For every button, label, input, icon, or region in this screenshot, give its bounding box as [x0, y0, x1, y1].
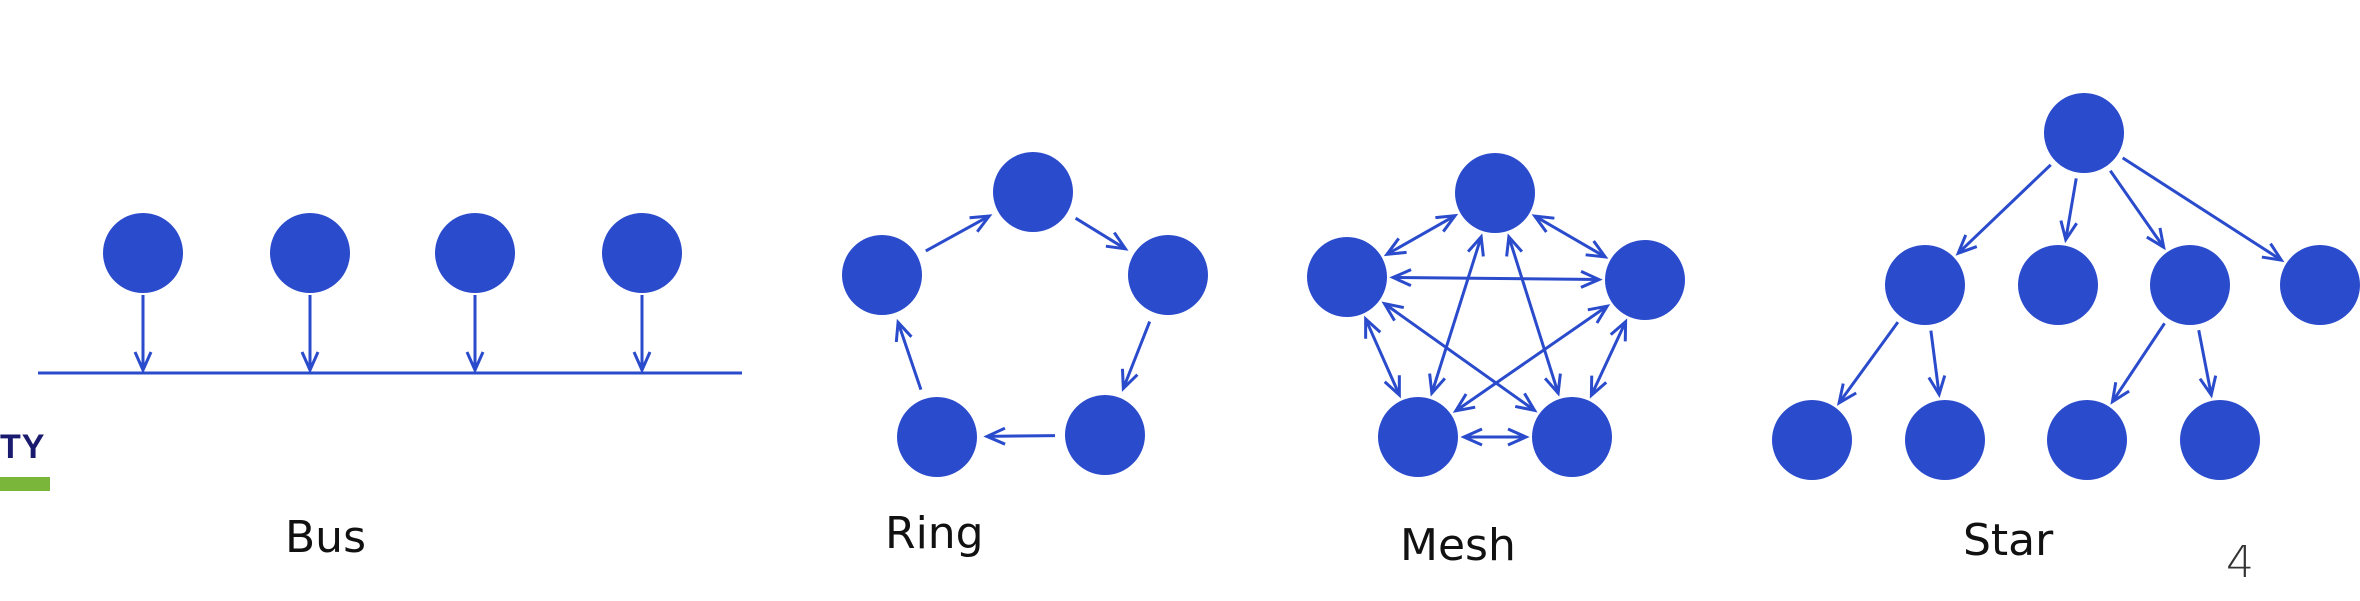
mesh-link-2	[1507, 236, 1560, 394]
mesh-link-10-head-end	[1364, 315, 1382, 339]
mesh-link-6-head-start	[1587, 304, 1611, 324]
bus-label: Bus	[285, 512, 366, 563]
mesh-link-9-head-start	[1514, 392, 1538, 413]
star-branch-arrow-1	[1837, 321, 1900, 404]
star-branch-arrow-2-head-end	[1927, 375, 1947, 399]
mesh-link-10-head-start	[1383, 375, 1401, 399]
mesh-link-9-head-end	[1381, 301, 1405, 322]
mesh-link-6-head-end	[1452, 393, 1476, 413]
star-node-level1-4	[2280, 245, 2360, 325]
bus-node-2	[270, 213, 350, 293]
star-root-arrow-1	[1957, 163, 2052, 255]
ring-arrow-4	[986, 434, 1056, 438]
ring-node-5	[842, 235, 922, 315]
ring-arrow-2	[1074, 216, 1127, 251]
star-root-arrow-2-head-end	[2059, 220, 2078, 244]
ring-arrow-5	[896, 321, 923, 391]
mesh-link-5-head-end	[1589, 375, 1608, 399]
star-root-arrow-3-head-end	[2146, 227, 2166, 251]
mesh-label: Mesh	[1400, 520, 1516, 571]
ring-node-4	[897, 397, 977, 477]
mesh-link-5	[1590, 321, 1627, 396]
ring-arrow-4-head-end	[983, 426, 1006, 446]
ring-arrow-5-head-end	[894, 318, 913, 343]
mesh-link-1	[1534, 214, 1606, 259]
ring-arrow-3	[1121, 320, 1152, 390]
bus-drop-arrow-3-head-end	[465, 351, 485, 374]
ring-arrow-3-head-end	[1120, 368, 1139, 392]
logo-text-fragment: TY	[0, 428, 46, 466]
ring-node-1	[993, 152, 1073, 232]
ring-arrow-1	[925, 214, 990, 253]
mesh-link-4	[1386, 214, 1456, 256]
mesh-link-3-head-start	[1466, 233, 1485, 257]
star-root-arrow-4-head-end	[2261, 242, 2285, 263]
bus-drop-arrow-2-head-end	[300, 351, 320, 374]
star-node-level2-2	[1905, 400, 1985, 480]
mesh-link-4-head-start	[1435, 213, 1459, 233]
bus-node-4	[602, 213, 682, 293]
mesh-link-4-head-end	[1383, 237, 1407, 257]
star-node-level1-1	[1885, 245, 1965, 325]
mesh-link-5-head-start	[1609, 318, 1628, 342]
mesh-node-2	[1605, 240, 1685, 320]
star-root-arrow-2	[2064, 178, 2078, 240]
bus-node-1	[103, 213, 183, 293]
mesh-link-7-head-start	[1580, 269, 1603, 289]
mesh-link-8-head-start	[1507, 427, 1530, 447]
mesh-link-3	[1430, 236, 1483, 394]
mesh-node-1	[1455, 153, 1535, 233]
ring-label: Ring	[885, 508, 984, 559]
star-root-arrow-3	[2109, 169, 2165, 249]
star-branch-arrow-4	[2197, 329, 2213, 396]
ring-node-2	[1128, 235, 1208, 315]
mesh-link-8-head-end	[1460, 427, 1483, 447]
star-branch-arrow-2	[1929, 330, 1941, 395]
mesh-link-7-head-end	[1389, 268, 1412, 288]
star-node-level1-3	[2150, 245, 2230, 325]
mesh-link-10	[1364, 318, 1401, 396]
mesh-link-1-head-end	[1585, 240, 1609, 259]
mesh-node-5	[1307, 237, 1387, 317]
mesh-link-7	[1392, 275, 1600, 282]
star-branch-arrow-4-head-end	[2198, 375, 2218, 399]
mesh-link-3-head-end	[1428, 373, 1447, 397]
mesh-link-2-head-end	[1543, 373, 1562, 397]
mesh-link-6	[1454, 304, 1609, 413]
mesh-node-3	[1532, 397, 1612, 477]
logo-accent-bar	[0, 477, 50, 491]
mesh-node-4	[1378, 397, 1458, 477]
ring-arrow-1-head-end	[969, 214, 993, 233]
ring-node-3	[1065, 395, 1145, 475]
mesh-link-2-head-start	[1505, 233, 1524, 257]
star-node-level2-3	[2047, 400, 2127, 480]
page-number: 4	[2226, 537, 2254, 588]
star-root-node	[2044, 93, 2124, 173]
star-node-level1-2	[2018, 245, 2098, 325]
star-node-level2-4	[2180, 400, 2260, 480]
star-branch-arrow-3-head-end	[2110, 382, 2130, 405]
star-label: Star	[1963, 515, 2054, 566]
star-branch-arrow-3	[2111, 322, 2166, 403]
bus-drop-arrow-4-head-end	[632, 351, 652, 374]
bus-drop-arrow-1-head-end	[133, 351, 153, 374]
ring-arrow-2-head-end	[1105, 231, 1129, 251]
star-branch-arrow-1-head-end	[1836, 383, 1857, 406]
mesh-link-1-head-start	[1531, 214, 1555, 233]
star-root-arrow-4	[2121, 156, 2283, 262]
star-node-level2-1	[1772, 400, 1852, 480]
mesh-link-9	[1383, 302, 1536, 412]
bus-node-3	[435, 213, 515, 293]
star-root-arrow-1-head-end	[1955, 234, 1978, 256]
